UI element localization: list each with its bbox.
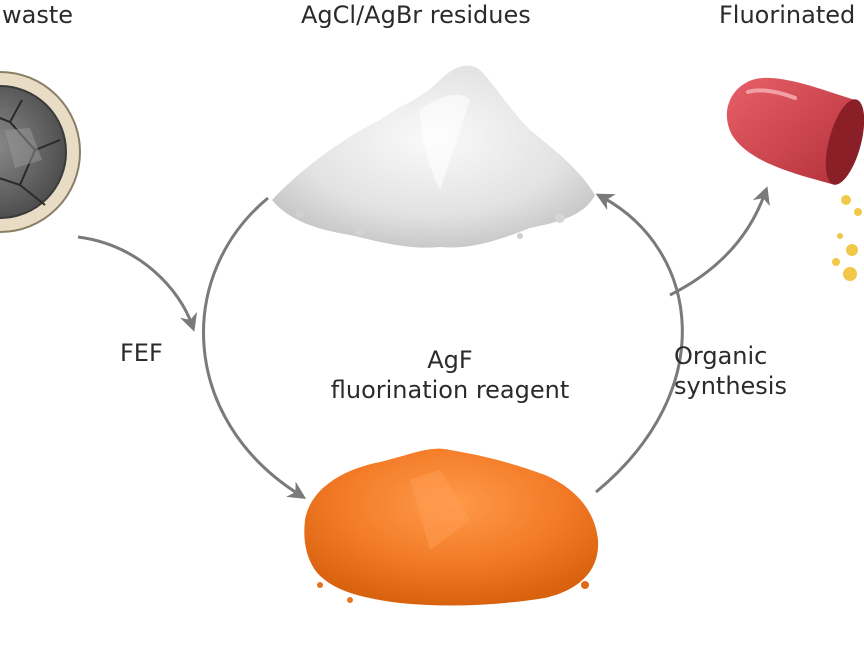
- fluorinated-label: Fluorinated: [719, 1, 856, 29]
- arrow-residues-to-agf: [202, 196, 307, 499]
- organic-label-line2: synthesis: [674, 372, 787, 400]
- agf-label-line2: fluorination reagent: [330, 376, 570, 404]
- arrow-to-capsule: [669, 186, 770, 297]
- silver-halide-powder-icon: [272, 65, 595, 248]
- agf-label: AgF fluorination reagent: [300, 345, 600, 405]
- arrow-agf-to-residues: [595, 193, 684, 494]
- fef-label: FEF: [120, 339, 163, 367]
- organic-synthesis-label: Organic synthesis: [674, 341, 787, 401]
- capsule-icon: [726, 77, 864, 281]
- residues-label: AgCl/AgBr residues: [301, 1, 531, 29]
- arrow-waste-to-fef: [77, 235, 198, 332]
- organic-label-line1: Organic: [674, 342, 768, 370]
- agf-label-line1: AgF: [427, 346, 473, 374]
- agf-powder-icon: [304, 448, 599, 606]
- waste-label: waste: [2, 1, 74, 29]
- waste-disc-icon: [0, 71, 81, 233]
